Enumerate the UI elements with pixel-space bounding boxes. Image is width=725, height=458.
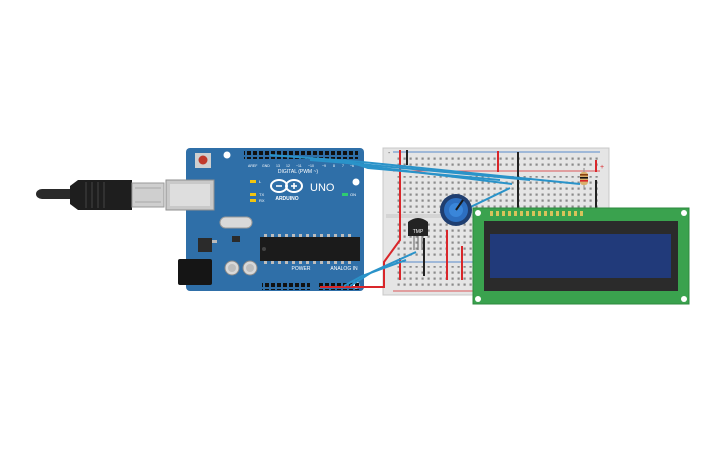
svg-text:GND: GND	[262, 164, 270, 168]
svg-text:~6: ~6	[350, 164, 354, 168]
wire-blue[interactable]	[343, 159, 501, 181]
svg-text:8: 8	[333, 164, 335, 168]
wire-blue[interactable]	[329, 159, 513, 185]
svg-text:7: 7	[342, 164, 344, 168]
power-jack	[178, 259, 212, 285]
lcd-display[interactable]	[472, 207, 690, 305]
top-power-rail[interactable]	[394, 155, 598, 168]
potentiometer-knob-icon[interactable]	[455, 199, 464, 211]
on-led-label: ON	[350, 192, 356, 197]
lcd-pin-header[interactable]	[490, 211, 583, 216]
rx-led-label: RX	[259, 198, 265, 203]
wire-blue[interactable]	[269, 154, 581, 185]
arduino-logo-icon	[270, 179, 303, 193]
lcd-screen	[490, 234, 671, 278]
svg-text:~9: ~9	[322, 164, 326, 168]
svg-text:12: 12	[286, 164, 290, 168]
power-header[interactable]	[262, 282, 310, 290]
temperature-sensor[interactable]: TMP	[408, 218, 428, 250]
wire-blue[interactable]	[343, 259, 407, 287]
svg-text:13: 13	[276, 164, 280, 168]
digital-label: DIGITAL (PWM ~)	[278, 169, 318, 175]
tx-led-label: TX	[259, 192, 264, 197]
digital-header[interactable]	[244, 151, 358, 159]
model-label: UNO	[310, 182, 335, 194]
resistor[interactable]	[580, 168, 588, 188]
potentiometer[interactable]	[440, 194, 472, 226]
wire-red[interactable]	[360, 150, 401, 288]
svg-text:~10: ~10	[308, 164, 314, 168]
minus-label: -	[388, 150, 391, 157]
power-label: POWER	[292, 266, 311, 272]
sensor-label: TMP	[413, 229, 424, 235]
svg-text:AREF: AREF	[248, 164, 257, 168]
svg-text:~11: ~11	[296, 164, 302, 168]
usb-cable[interactable]	[36, 180, 165, 210]
plus-label: +	[600, 164, 604, 171]
l-led-label: L	[259, 179, 262, 184]
analog-label: ANALOG IN	[330, 266, 358, 272]
wires[interactable]	[269, 150, 597, 288]
crystal	[219, 216, 253, 229]
atmega-chip	[260, 237, 360, 261]
brand-label: ARDUINO	[275, 196, 298, 202]
